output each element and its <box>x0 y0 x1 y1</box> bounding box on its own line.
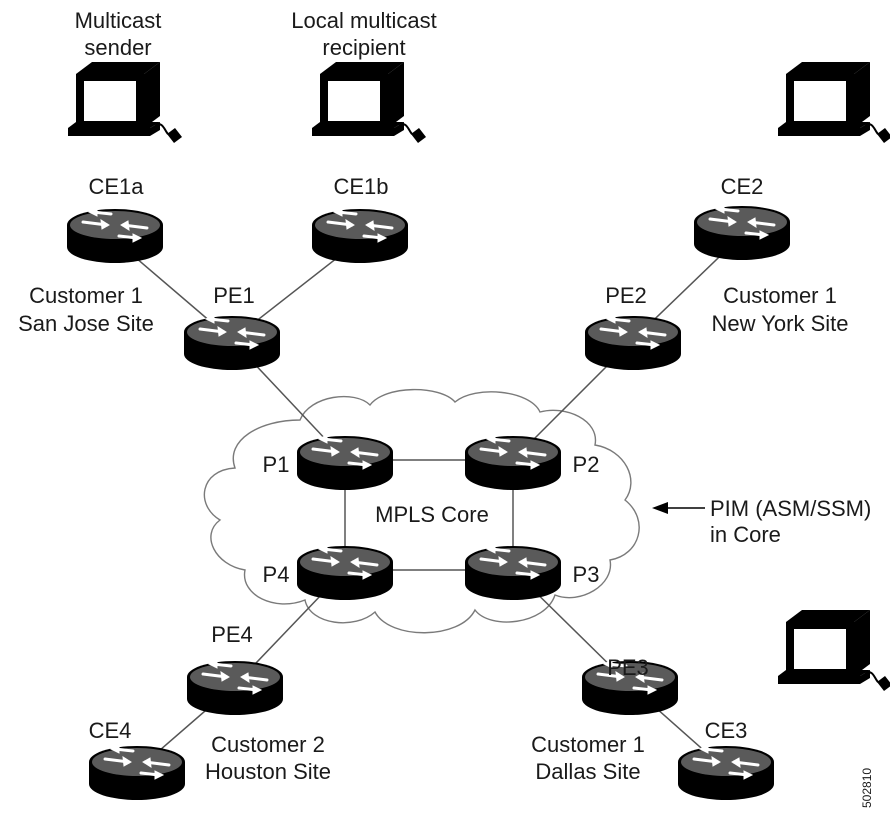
router-ce3-icon <box>676 743 776 802</box>
ce3-label: CE3 <box>705 718 748 743</box>
local-recipient-workstation-icon <box>311 61 427 144</box>
dallas-site-label-line1: Customer 1 <box>531 732 645 757</box>
local-recipient-label-line2: recipient <box>322 35 405 60</box>
router-ce1b-icon <box>310 206 410 265</box>
pe4-label: PE4 <box>211 622 253 647</box>
router-p1-icon <box>295 433 395 492</box>
ny-workstation-icon <box>777 61 890 144</box>
ce1a-label: CE1a <box>88 174 144 199</box>
router-ce4-icon <box>87 743 187 802</box>
router-pe2-icon <box>583 313 683 372</box>
san-jose-site-label-line2: San Jose Site <box>18 311 154 336</box>
pe2-label: PE2 <box>605 283 647 308</box>
router-pe1-icon <box>182 313 282 372</box>
ce2-label: CE2 <box>721 174 764 199</box>
mpls-core-label: MPLS Core <box>375 502 489 527</box>
san-jose-site-label-line1: Customer 1 <box>29 283 143 308</box>
figure-id-label: 502810 <box>860 768 874 808</box>
pe1-label: PE1 <box>213 283 255 308</box>
pim-core-label-line1: PIM (ASM/SSM) <box>710 496 871 521</box>
p3-label: P3 <box>573 562 600 587</box>
p4-label: P4 <box>263 562 290 587</box>
dallas-site-label-line2: Dallas Site <box>535 759 640 784</box>
multicast-sender-workstation-icon <box>67 61 183 144</box>
pe3-label: PE3 <box>607 655 649 680</box>
p1-label: P1 <box>263 452 290 477</box>
local-recipient-label-line1: Local multicast <box>291 8 437 33</box>
pim-arrow-icon <box>652 502 705 514</box>
dallas-workstation-icon <box>777 609 890 692</box>
router-pe4-icon <box>185 658 285 717</box>
pim-core-label-line2: in Core <box>710 522 781 547</box>
ce1b-label: CE1b <box>333 174 388 199</box>
houston-site-label-line2: Houston Site <box>205 759 331 784</box>
new-york-site-label-line1: Customer 1 <box>723 283 837 308</box>
router-ce2-icon <box>692 203 792 262</box>
router-p3-icon <box>463 543 563 602</box>
router-ce1a-icon <box>65 206 165 265</box>
multicast-sender-label-line2: sender <box>84 35 151 60</box>
new-york-site-label-line2: New York Site <box>712 311 849 336</box>
p2-label: P2 <box>573 452 600 477</box>
ce4-label: CE4 <box>89 718 132 743</box>
router-p4-icon <box>295 543 395 602</box>
houston-site-label-line1: Customer 2 <box>211 732 325 757</box>
router-p2-icon <box>463 433 563 492</box>
multicast-sender-label-line1: Multicast <box>75 8 162 33</box>
